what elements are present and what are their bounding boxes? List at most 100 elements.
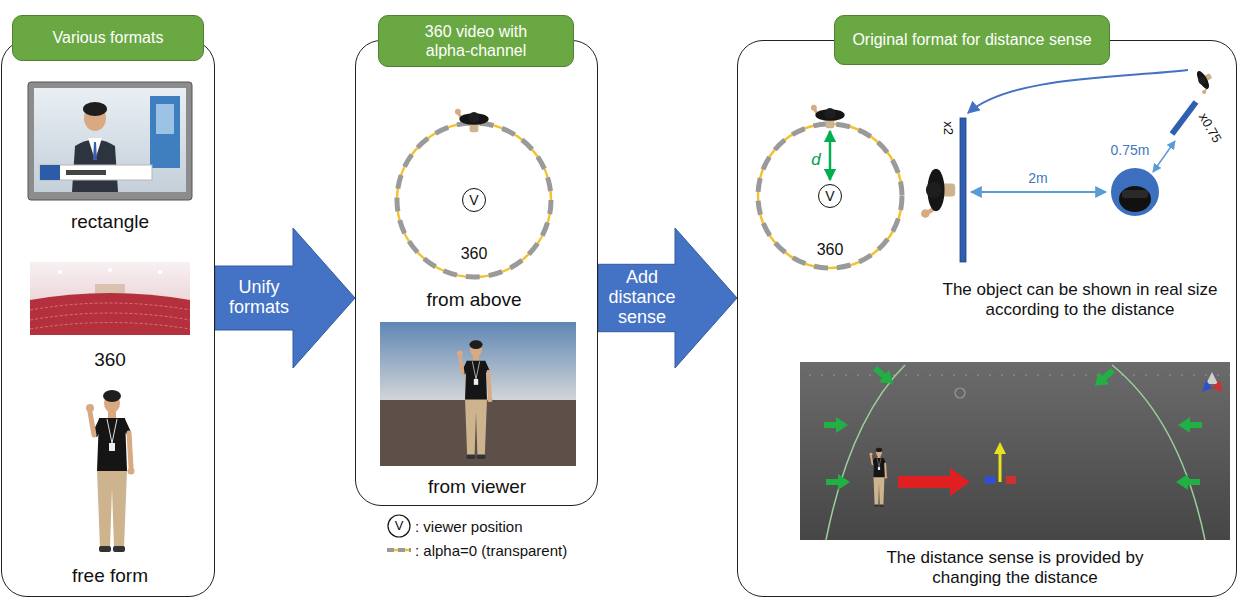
real-size-scene: [1192, 67, 1217, 95]
unity-screenshot: [985, 476, 995, 484]
unity-screenshot: [1206, 372, 1218, 384]
person-figure: [86, 390, 135, 552]
tv-picture: [93, 142, 97, 160]
unity-screenshot: [994, 442, 1006, 454]
real-size-scene: [1172, 102, 1196, 134]
alpha-circle: [397, 123, 551, 277]
viewer-view-picture: [380, 322, 576, 466]
legend-text: : viewer position: [415, 518, 523, 535]
note-text: The distance sense is provided by changi…: [855, 548, 1175, 589]
unity-screenshot: [826, 365, 905, 540]
panorama-picture: [30, 293, 190, 335]
flow-arrow: [215, 228, 355, 368]
real-size-scene: [921, 169, 955, 218]
arrow-label: Add distance sense: [602, 268, 682, 327]
format-caption: free form: [72, 565, 148, 588]
unity-screenshot: [1006, 476, 1016, 484]
format-caption: free form: [72, 565, 148, 588]
unity-screenshot: [800, 362, 1230, 540]
real-size-scene: [1119, 186, 1151, 212]
format-caption: rectangle: [71, 211, 149, 234]
unity-screenshot: [1090, 364, 1119, 392]
unity-screenshot: [800, 366, 1230, 378]
note-text: The object can be shown in real size acc…: [930, 280, 1230, 321]
legend: : viewer position : alpha=0 (transparent): [386, 514, 567, 562]
panorama-picture: [30, 262, 190, 335]
marker-letter: V: [825, 189, 834, 203]
heading-tab: Original format for distance sense: [834, 15, 1110, 65]
unity-screenshot: [800, 362, 1230, 540]
dimension-label: 2m: [1028, 170, 1047, 187]
note-text: The distance sense is provided by changi…: [855, 548, 1175, 589]
tv-picture: [28, 82, 192, 200]
tv-picture: [28, 82, 192, 200]
heading-text: 360 video with alpha-channel: [391, 22, 561, 60]
unity-screenshot: [955, 388, 965, 398]
arrow-label: Unify formats: [219, 278, 299, 318]
angle-label: 360: [817, 240, 844, 259]
tv-picture: [66, 170, 106, 175]
distance-circle: [811, 105, 845, 128]
view-caption: from viewer: [428, 476, 526, 499]
real-size-scene: [960, 118, 966, 262]
real-size-scene: [1192, 67, 1217, 95]
arrow-label: Add distance sense: [602, 268, 682, 327]
heading-tab: Various formats: [12, 15, 204, 61]
unity-screenshot: [870, 448, 888, 507]
unity-screenshot: [1176, 474, 1200, 490]
unity-screenshot: [824, 417, 848, 433]
legend-line: [387, 549, 411, 552]
unity-screenshot: [999, 452, 1002, 482]
distance-circle: [758, 124, 902, 268]
unity-screenshot: [898, 468, 970, 496]
distance-symbol: d: [811, 150, 820, 170]
tv-picture: [40, 165, 152, 180]
viewer-marker: V: [462, 188, 486, 212]
tv-picture: [88, 138, 102, 160]
flow-arrow: [598, 228, 737, 368]
tv-picture: [150, 96, 180, 168]
heading-text: Original format for distance sense: [852, 30, 1091, 49]
panorama-picture: [30, 262, 190, 335]
alpha-circle: [397, 123, 551, 277]
scale-label: x0.75: [1195, 110, 1224, 145]
real-size-scene: [921, 67, 1217, 262]
legend-sample: [386, 538, 412, 562]
tv-picture: [40, 165, 60, 180]
distance-circle: [758, 124, 902, 268]
legend-row: : alpha=0 (transparent): [386, 538, 567, 562]
legend-text: : alpha=0 (transparent): [415, 542, 567, 559]
tv-picture: [83, 102, 107, 116]
distance-circle: [829, 131, 832, 180]
panorama-picture: [30, 323, 190, 330]
heading-text: Various formats: [53, 28, 164, 47]
viewer-marker: V: [818, 184, 842, 208]
legend-symbol: V: [395, 518, 404, 534]
real-size-scene: [971, 191, 1106, 193]
marker-letter: V: [469, 193, 478, 207]
real-size-scene: [1122, 190, 1148, 198]
arrow-label: Unify formats: [219, 278, 299, 318]
legend-symbol: V: [395, 518, 404, 534]
scale-label: x2: [940, 121, 956, 135]
dimension-label: 2m: [1028, 170, 1047, 187]
angle-label: 360: [461, 244, 488, 263]
dimension-label: 0.75m: [1111, 142, 1150, 159]
viewer-view-picture: [457, 340, 493, 459]
angle-label: 360: [817, 240, 844, 259]
person-figure: [86, 390, 135, 552]
note-text: The object can be shown in real size acc…: [930, 280, 1230, 321]
legend-circle: [388, 515, 410, 537]
legend-row: : viewer position: [386, 514, 567, 538]
panorama-picture: [58, 270, 62, 274]
unity-screenshot: [1202, 380, 1212, 392]
unity-screenshot: [870, 362, 899, 390]
dimension-label: 0.75m: [1111, 142, 1150, 159]
scale-label: x0.75: [1195, 110, 1224, 145]
format-caption: rectangle: [71, 211, 149, 234]
legend-line: [387, 548, 411, 552]
unity-screenshot: [826, 474, 850, 490]
view-caption: from above: [426, 289, 521, 312]
